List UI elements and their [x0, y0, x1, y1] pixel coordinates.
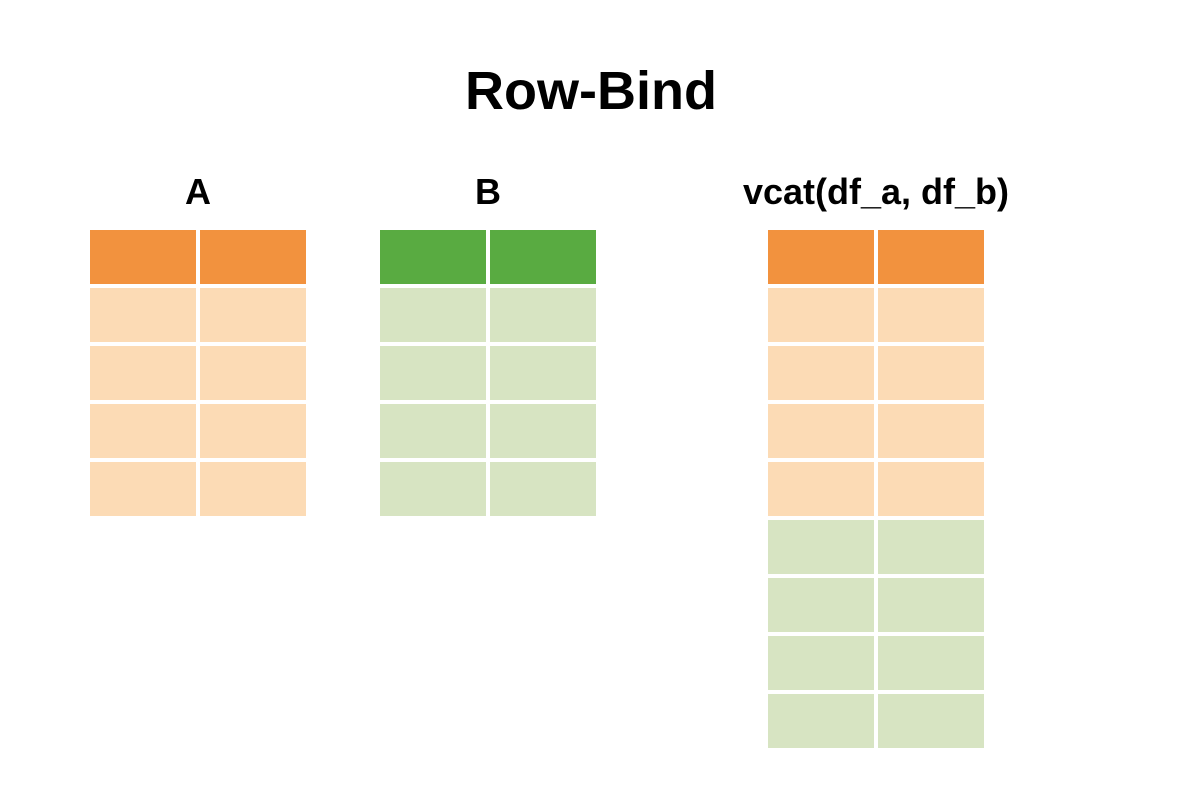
- header-cell: [380, 230, 486, 284]
- result-table-label: vcat(df_a, df_b): [742, 171, 1010, 212]
- table-cell: [90, 462, 196, 516]
- table-b: [380, 230, 596, 516]
- table-cell: [768, 404, 874, 458]
- table-cell: [200, 404, 306, 458]
- table-cell: [768, 578, 874, 632]
- table-cell: [878, 288, 984, 342]
- table-cell: [768, 520, 874, 574]
- table-cell: [878, 462, 984, 516]
- table-cell: [380, 346, 486, 400]
- table-cell: [768, 636, 874, 690]
- result-table: [768, 230, 984, 748]
- table-cell: [90, 404, 196, 458]
- table-cell: [878, 636, 984, 690]
- table-a: [90, 230, 306, 516]
- table-cell: [380, 288, 486, 342]
- header-cell: [490, 230, 596, 284]
- table-cell: [200, 288, 306, 342]
- table-a-label: A: [185, 171, 211, 212]
- table-cell: [878, 578, 984, 632]
- table-cell: [90, 346, 196, 400]
- table-cell: [90, 288, 196, 342]
- table-cell: [768, 694, 874, 748]
- header-cell: [768, 230, 874, 284]
- table-cell: [490, 288, 596, 342]
- diagram-title: Row-Bind: [465, 61, 717, 121]
- header-cell: [90, 230, 196, 284]
- table-cell: [878, 346, 984, 400]
- header-cell: [878, 230, 984, 284]
- table-cell: [380, 462, 486, 516]
- table-cell: [768, 462, 874, 516]
- header-cell: [200, 230, 306, 284]
- table-cell: [878, 520, 984, 574]
- table-cell: [768, 288, 874, 342]
- table-cell: [878, 694, 984, 748]
- table-cell: [490, 462, 596, 516]
- table-cell: [490, 346, 596, 400]
- table-cell: [490, 404, 596, 458]
- table-b-label: B: [475, 171, 501, 212]
- table-cell: [768, 346, 874, 400]
- table-cell: [878, 404, 984, 458]
- table-cell: [200, 346, 306, 400]
- table-cell: [380, 404, 486, 458]
- table-cell: [200, 462, 306, 516]
